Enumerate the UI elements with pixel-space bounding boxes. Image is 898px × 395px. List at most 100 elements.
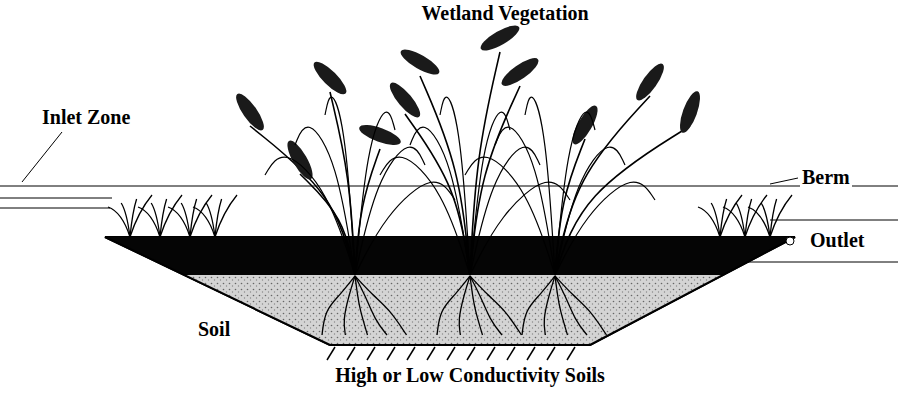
hatch-stroke	[427, 347, 435, 360]
grass-blade	[215, 195, 237, 237]
grass-blade	[151, 203, 160, 237]
plant-stem	[470, 52, 500, 275]
plant-leaf	[295, 127, 355, 275]
grass-blade	[745, 195, 767, 237]
plant-leaf	[470, 147, 540, 275]
hatch-stroke	[567, 347, 575, 360]
root	[322, 276, 355, 335]
cattail-head	[357, 121, 403, 149]
plant-leaf	[525, 97, 555, 275]
hatch-stroke	[347, 347, 355, 360]
grass-blade	[770, 199, 777, 237]
edge-grass	[108, 195, 792, 237]
plant-leaf	[470, 112, 510, 275]
plant-leaf	[355, 147, 425, 275]
grass-blade	[745, 199, 752, 237]
root	[522, 276, 555, 335]
plant-leaf	[555, 182, 655, 275]
cattail-head	[397, 45, 442, 79]
plant-leaf	[380, 157, 470, 275]
plant-roots	[322, 276, 607, 335]
leader-line	[770, 178, 798, 184]
plant-leaf	[470, 182, 570, 275]
zone-label: Inlet Zone	[40, 106, 132, 129]
hatch-stroke	[507, 347, 515, 360]
root	[459, 276, 470, 335]
root	[470, 276, 522, 335]
basin-slope	[105, 237, 330, 345]
grass-blade	[770, 195, 792, 237]
cattail-head	[385, 79, 424, 122]
soil-hatching	[327, 347, 575, 360]
cattail-head	[477, 21, 522, 55]
root	[355, 276, 387, 335]
hatch-stroke	[487, 347, 495, 360]
basin-outline	[105, 237, 795, 345]
cattail-head	[283, 137, 317, 182]
grass-blade	[168, 207, 190, 237]
part-label: Berm	[800, 166, 852, 189]
grass-blade	[720, 199, 727, 237]
grass-blade	[723, 207, 745, 237]
cattail-head	[232, 90, 269, 134]
grass-blade	[190, 199, 197, 237]
grass-blade	[748, 207, 770, 237]
grass-blade	[130, 195, 152, 237]
root	[555, 276, 568, 335]
grass-blade	[138, 207, 160, 237]
grass-blade	[160, 195, 182, 237]
cattail-head	[676, 89, 704, 135]
title-label: Wetland Vegetation	[419, 2, 590, 25]
outlet-pipe	[786, 237, 794, 245]
cattail-head	[309, 57, 350, 98]
root	[355, 276, 368, 335]
plant-stem	[555, 126, 690, 275]
plant-leaf	[265, 157, 355, 275]
root	[344, 276, 355, 335]
grass-blade	[193, 207, 215, 237]
hatch-stroke	[407, 347, 415, 360]
root	[355, 276, 407, 335]
grass-blade	[215, 199, 222, 237]
part-label: Outlet	[808, 229, 866, 252]
water-layer	[105, 237, 795, 275]
plant-leaf	[325, 97, 355, 275]
part-label: High or Low Conductivity Soils	[333, 364, 607, 387]
grass-blade	[160, 199, 167, 237]
root	[555, 276, 587, 335]
plant-stem	[470, 86, 520, 275]
plant-leaf	[440, 97, 470, 275]
grass-blade	[121, 203, 130, 237]
grass-blade	[736, 203, 745, 237]
grass-blade	[698, 207, 720, 237]
plant-stem	[405, 114, 470, 275]
cattail-head	[568, 102, 602, 147]
cattail-plants	[232, 21, 704, 275]
hatch-stroke	[447, 347, 455, 360]
plant-leaf	[410, 127, 470, 275]
grass-blade	[108, 207, 130, 237]
plant-leaf	[495, 127, 555, 275]
hatch-stroke	[367, 347, 375, 360]
plant-leaf	[355, 112, 395, 275]
plant-leaf	[555, 112, 595, 275]
root	[470, 276, 483, 335]
part-label: Soil	[196, 318, 232, 341]
hatch-stroke	[467, 347, 475, 360]
grass-blade	[761, 203, 770, 237]
root	[555, 276, 607, 335]
soil-layer	[184, 275, 723, 345]
plant-stem	[420, 76, 470, 275]
cattail-head	[632, 60, 669, 104]
plant-leaf	[555, 147, 625, 275]
grass-blade	[720, 195, 742, 237]
hatch-stroke	[547, 347, 555, 360]
root	[470, 276, 502, 335]
grass-blade	[130, 199, 137, 237]
root	[544, 276, 555, 335]
hatch-stroke	[327, 347, 335, 360]
grass-blade	[206, 203, 215, 237]
cattail-head	[498, 54, 542, 91]
